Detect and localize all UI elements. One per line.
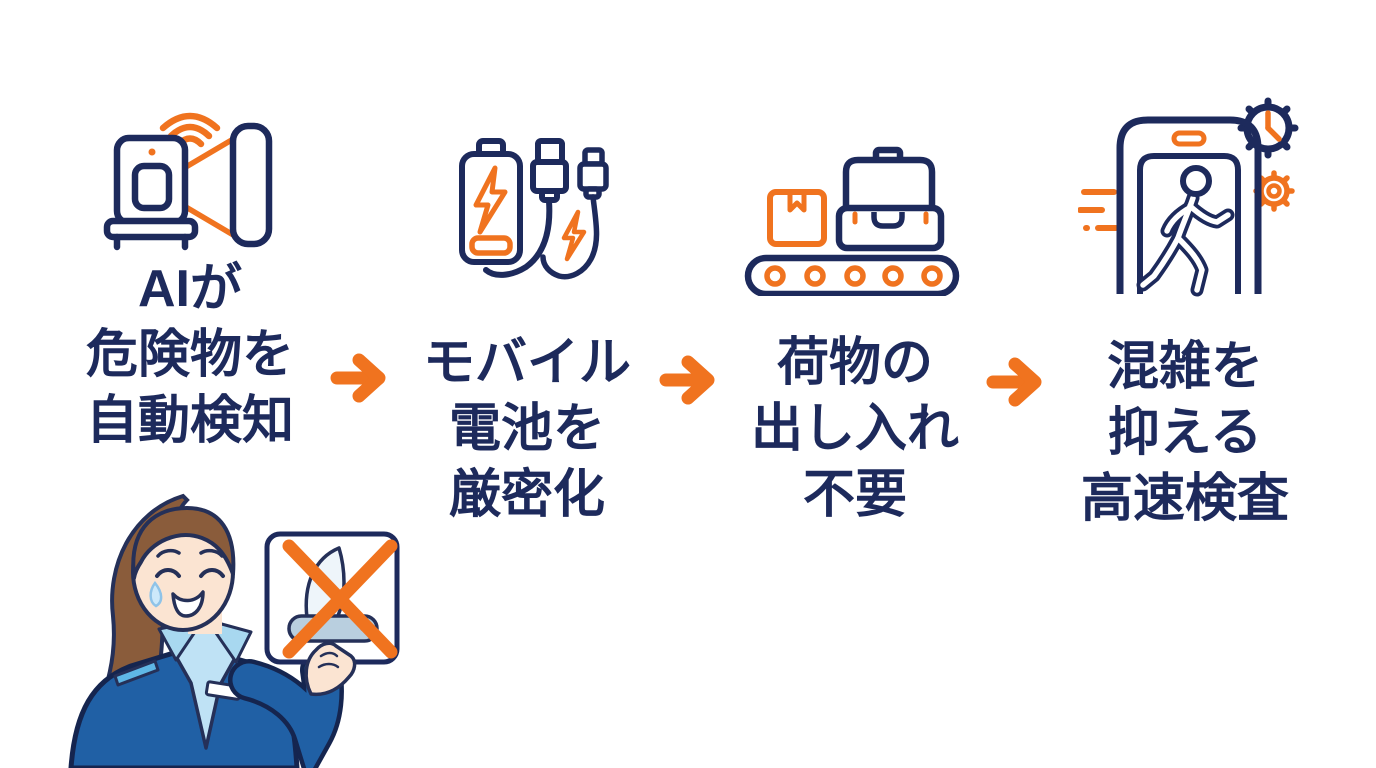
battery-bolt-icon	[473, 165, 508, 235]
step-4-label: 混雑を 抑える 高速検査	[1040, 334, 1330, 532]
walking-person-icon	[1136, 165, 1235, 297]
step-2-line-1: モバイル	[422, 334, 631, 392]
prohibition-x-icon	[282, 539, 398, 659]
step-1-line-2: 危険物を	[85, 326, 294, 384]
step-1-icon-box	[95, 78, 310, 253]
smiling-mouth	[171, 590, 205, 618]
speed-lines	[1078, 189, 1119, 231]
package-box-icon	[767, 189, 827, 247]
step-4-line-3: 高速検査	[1080, 470, 1289, 528]
step-1-line-3: 自動検知	[85, 392, 294, 450]
right-arrow-icon	[330, 353, 386, 403]
security-staff-illustration	[55, 480, 405, 768]
bangs-hair	[131, 506, 236, 580]
eyebrows	[156, 548, 224, 558]
scanner-light	[148, 148, 156, 156]
step-3-icon-box	[742, 146, 962, 296]
charge-bolt-icon	[561, 209, 587, 262]
step-3-line-1: 荷物の	[776, 334, 933, 392]
scanner-body	[103, 134, 199, 251]
suitcase-icon	[835, 146, 945, 252]
battery-body	[459, 138, 523, 265]
flow-arrow-1	[329, 351, 393, 405]
step-2-line-3: 厳密化	[448, 466, 605, 524]
hand	[304, 641, 357, 697]
step-3-line-3: 不要	[802, 466, 907, 524]
battery-level-bar	[469, 235, 513, 256]
flow-arrow-2	[658, 353, 722, 407]
flow-arrow-3	[985, 355, 1049, 409]
usb-cable-right	[540, 147, 609, 280]
step-4-icon-box	[1078, 88, 1306, 298]
gate-frame	[1116, 116, 1262, 294]
suitcase-latches	[852, 211, 929, 225]
step-1-line-1: AIが	[137, 260, 242, 318]
closed-eyes	[155, 568, 225, 578]
mobile-battery-icon	[459, 138, 609, 280]
luggage-conveyor-icon	[744, 146, 960, 296]
belt-body	[744, 254, 960, 296]
step-3-label: 荷物の 出し入れ 不要	[710, 330, 1000, 528]
scan-panel	[229, 122, 273, 248]
step-4-line-2: 抑える	[1107, 404, 1263, 462]
right-arrow-icon	[986, 357, 1042, 407]
belt-rollers	[764, 265, 943, 287]
gate-indicator	[1171, 130, 1207, 147]
step-2-label: モバイル 電池を 厳密化	[382, 330, 672, 528]
step-4-line-1: 混雑を	[1106, 338, 1263, 396]
ai-scanner-icon	[103, 112, 273, 251]
security-gate-icon	[1078, 97, 1299, 297]
step-3-line-2: 出し入れ	[750, 400, 959, 458]
sweat-drop-icon	[149, 580, 163, 608]
epaulette-left	[113, 659, 160, 687]
step-1-label: AIが 危険物を 自動検知	[45, 256, 335, 454]
step-2-line-2: 電池を	[448, 400, 605, 458]
no-knives-sign	[264, 531, 400, 665]
usb-cable-left	[483, 138, 569, 278]
security-staff-woman	[68, 493, 400, 768]
right-arrow-icon	[659, 355, 715, 405]
step-2-icon-box	[438, 126, 633, 306]
finger-lines	[317, 651, 340, 669]
